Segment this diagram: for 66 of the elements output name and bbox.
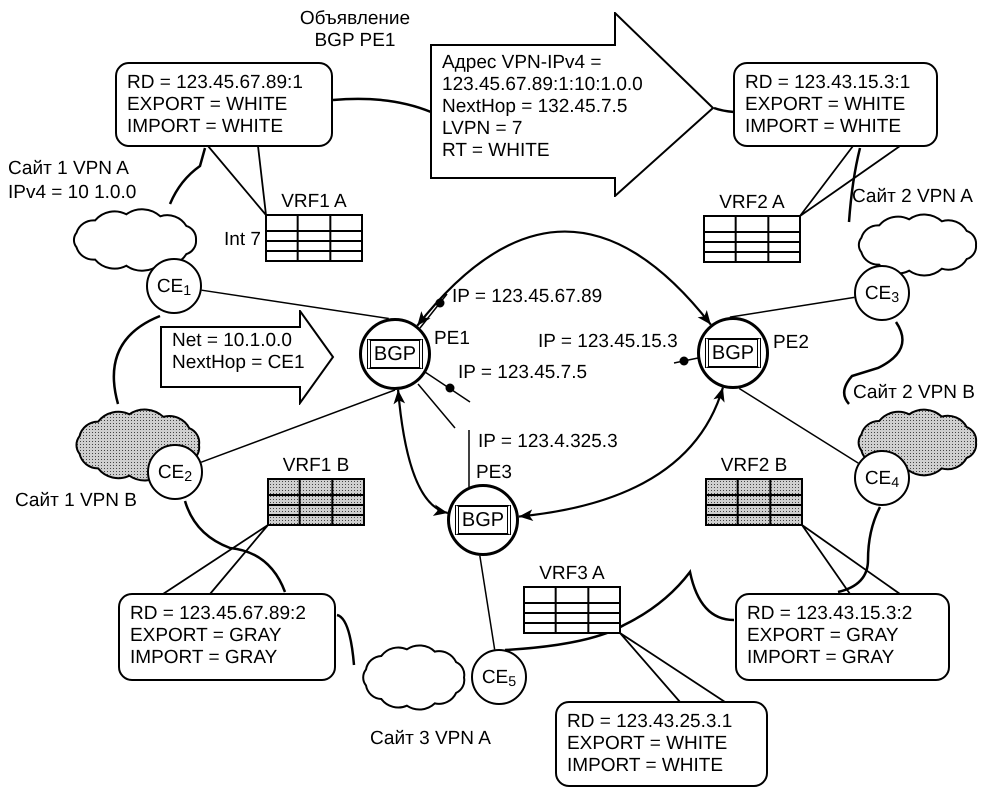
protocol-box: BGP xyxy=(366,339,424,369)
callout-text: IMPORT = WHITE xyxy=(745,116,902,138)
callout-tail xyxy=(619,632,726,703)
arrow-text: NextHop = 132.45.7.5 xyxy=(442,96,628,118)
site-label: Сайт 1 VPN A xyxy=(8,158,129,180)
ip-address-label: IP = 123.4.325.3 xyxy=(478,431,618,453)
router-label: CE$_{1}$ xyxy=(156,276,192,296)
callout-text: EXPORT = WHITE xyxy=(567,733,728,755)
arrow xyxy=(394,390,448,514)
callout-text: RD = 123.43.15.3:1 xyxy=(745,72,912,94)
protocol-box: BGP xyxy=(454,505,512,535)
callout-text: IMPORT = WHITE xyxy=(567,755,724,777)
router-label: CE$_{2}$ xyxy=(158,462,192,482)
arrow-text: RT = WHITE xyxy=(442,140,551,162)
ip-address-label: IP = 123.45.7.5 xyxy=(458,362,588,384)
callout-bubble xyxy=(735,593,950,681)
router-name: PE2 xyxy=(773,332,809,354)
announcement-heading: Объявление BGP PE1 xyxy=(298,8,412,52)
callout-bubble xyxy=(555,701,768,787)
arrow-text: NextHop = CE1 xyxy=(172,352,305,374)
callout-text: EXPORT = GRAY xyxy=(130,625,283,647)
callout-text: RD = 123.45.67.89:1 xyxy=(127,72,304,94)
callout-text: IMPORT = GRAY xyxy=(747,647,896,669)
ip-address-label: IP = 123.45.67.89 xyxy=(452,286,602,308)
site-label: IPv4 = 10 1.0.0 xyxy=(8,182,136,204)
arrow-text: Адрес VPN-IPv4 = 123.45.67.89:1:10:1.0.0 xyxy=(442,52,644,96)
ip-address-label: IP = 123.45.15.3 xyxy=(538,331,678,353)
connector-line xyxy=(202,289,389,320)
callout-text: EXPORT = GRAY xyxy=(747,625,900,647)
arrow xyxy=(416,230,712,326)
site-label: Сайт 2 VPN A xyxy=(852,186,973,208)
table-title: VRF3 A xyxy=(539,564,605,584)
callout-bubble xyxy=(115,62,333,147)
router-label: CE$_{3}$ xyxy=(864,284,900,302)
callout-text: RD = 123.45.67.89:2 xyxy=(130,603,307,625)
callout-text: RD = 123.43.25.3.1 xyxy=(567,711,734,733)
router-label: CE$_{5}$ xyxy=(482,668,516,686)
arrow-text: Net = 10.1.0.0 xyxy=(172,330,293,352)
arrow xyxy=(518,387,724,521)
callout-tail xyxy=(207,145,267,216)
protocol-box: BGP xyxy=(704,338,762,368)
site-label: Сайт 1 VPN B xyxy=(15,490,137,512)
connector-line xyxy=(479,556,496,650)
callout-text: IMPORT = GRAY xyxy=(130,647,278,669)
table-title: VRF1 A xyxy=(281,192,347,212)
connector-line xyxy=(730,296,854,318)
callout-tail xyxy=(162,524,269,595)
router-name: PE3 xyxy=(476,462,512,484)
callout-text: RD = 123.43.15.3:2 xyxy=(747,603,914,625)
callout-tail xyxy=(801,524,901,595)
callout-text: EXPORT = WHITE xyxy=(745,94,906,116)
callout-bubble xyxy=(733,62,938,147)
callout-text: EXPORT = WHITE xyxy=(127,94,288,116)
callout-bubble xyxy=(118,593,336,681)
callout-tail xyxy=(799,145,901,217)
table-title: VRF1 B xyxy=(282,456,350,476)
table-title: VRF2 B xyxy=(720,456,788,476)
arrow-text: LVPN = 7 xyxy=(442,118,524,140)
interface-label: Int 7 xyxy=(224,229,261,251)
router-name: PE1 xyxy=(434,328,470,350)
site-label: Сайт 2 VPN B xyxy=(853,382,975,404)
callout-text: IMPORT = WHITE xyxy=(127,116,284,138)
connector-line xyxy=(738,388,859,464)
router-label: CE$_{4}$ xyxy=(864,468,900,488)
table-title: VRF2 A xyxy=(719,193,785,213)
site-label: Сайт 3 VPN A xyxy=(370,728,491,750)
